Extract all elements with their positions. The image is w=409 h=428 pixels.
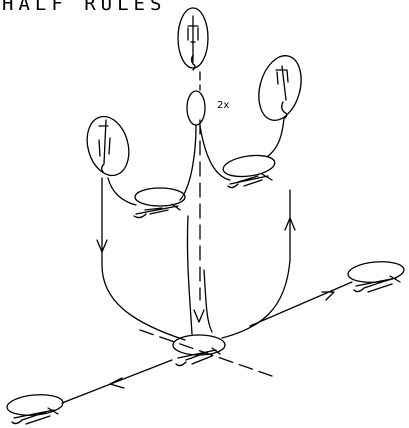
arrow-heads	[97, 218, 334, 388]
far-right-helicopter	[347, 260, 405, 292]
reference-axes	[140, 120, 272, 376]
arrow-toward-right	[322, 292, 334, 300]
left-descent-path	[102, 178, 185, 340]
mid-right-helicopter	[222, 152, 276, 187]
center-inner-left-path	[187, 216, 192, 334]
arrow-down-center	[194, 310, 204, 322]
center-bottom-helicopter	[173, 335, 225, 366]
top-left-branch	[180, 126, 196, 200]
far-left-helicopter	[6, 393, 64, 424]
top-position-helicopter	[178, 8, 208, 70]
left-position-helicopter	[81, 112, 135, 180]
top-right-branch	[200, 126, 230, 180]
center-inner-right-path	[204, 270, 212, 332]
right-outbound-line	[250, 282, 352, 326]
flight-paths	[62, 118, 352, 403]
multiplier-label: 2x	[217, 100, 229, 111]
mid-ellipse-marker	[187, 72, 205, 125]
left-outbound-line	[62, 360, 172, 403]
mid-left-helicopter	[134, 188, 185, 218]
right-ascent-path	[268, 118, 284, 156]
right-position-helicopter	[252, 51, 308, 125]
right-climb-path	[222, 190, 290, 338]
left-to-midleft-path	[108, 178, 136, 205]
